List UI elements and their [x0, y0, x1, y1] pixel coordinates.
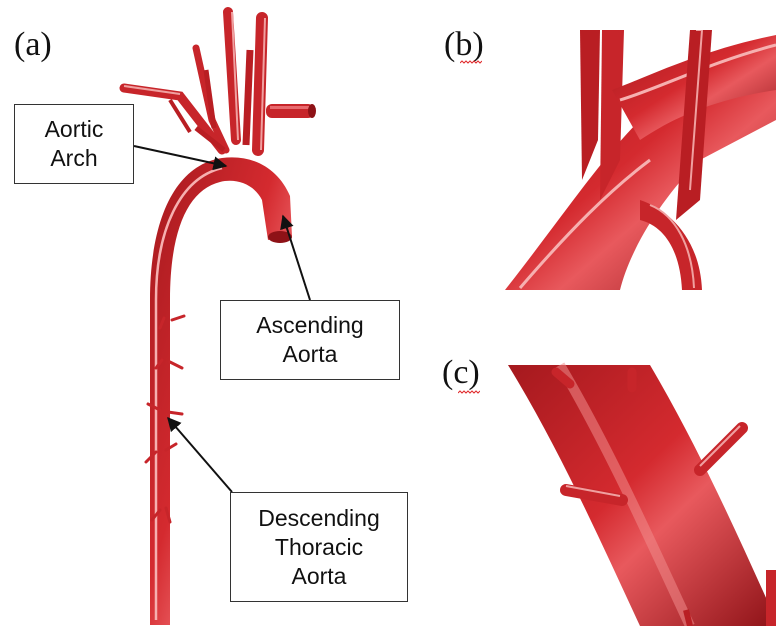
callout-aortic-arch-line2: Arch	[15, 144, 133, 173]
head-neck-branches	[124, 12, 316, 150]
arrow-descending-aorta	[168, 418, 232, 492]
panel-b-closeup	[505, 30, 776, 290]
callout-aortic-arch: Aortic Arch	[14, 104, 134, 184]
arrow-aortic-arch	[134, 146, 226, 166]
callout-descending-aorta-line3: Aorta	[231, 562, 407, 591]
panel-c-closeup	[508, 365, 776, 626]
arrow-ascending-aorta	[283, 216, 310, 300]
callout-descending-aorta-line1: Descending	[231, 504, 407, 533]
panel-label-c: (c)	[442, 354, 480, 392]
callout-aortic-arch-line1: Aortic	[15, 115, 133, 144]
callout-descending-aorta-line2: Thoracic	[231, 533, 407, 562]
callout-descending-aorta: Descending Thoracic Aorta	[230, 492, 408, 602]
callout-ascending-aorta-line2: Aorta	[221, 340, 399, 369]
spellcheck-underline-b	[460, 60, 482, 64]
panel-label-b: (b)	[444, 26, 484, 64]
callout-ascending-aorta-line1: Ascending	[221, 311, 399, 340]
callout-ascending-aorta: Ascending Aorta	[220, 300, 400, 380]
spellcheck-underline-c	[458, 390, 480, 394]
panel-label-a: (a)	[14, 26, 52, 64]
